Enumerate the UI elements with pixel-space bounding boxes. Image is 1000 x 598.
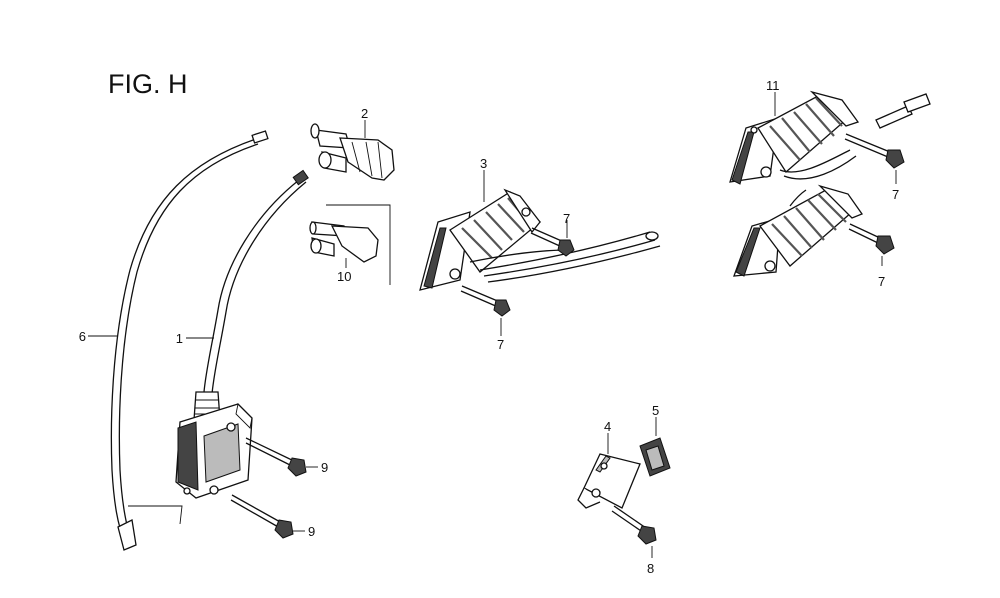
part-11-charge-coil-lower xyxy=(733,184,864,277)
callout-7-lower-right: 7 xyxy=(878,274,885,289)
part-7-bolt-center-right xyxy=(530,220,575,257)
callout-8: 8 xyxy=(647,561,654,576)
part-1-ignition-coil xyxy=(175,169,309,499)
callout-11: 11 xyxy=(766,78,780,93)
callout-9-lower: 9 xyxy=(308,524,315,539)
part-8-bolt xyxy=(611,505,657,558)
part-7-bolt-center-lower xyxy=(460,285,511,336)
part-5-grommet xyxy=(639,417,671,477)
part-10-plug-cap-alt xyxy=(309,204,391,285)
callout-1: 1 xyxy=(176,331,183,346)
part-9-bolt-lower xyxy=(230,494,305,539)
callout-7-center-lower: 7 xyxy=(497,337,504,352)
part-6-ground-wire xyxy=(88,130,269,551)
part-11-charge-coil-upper xyxy=(729,90,860,185)
part-3-exciter-coil xyxy=(419,170,661,291)
connector-terminal xyxy=(875,93,931,129)
callout-7-center-right: 7 xyxy=(563,211,570,226)
callout-2: 2 xyxy=(361,106,368,121)
part-7-bolt-top-right xyxy=(844,133,905,184)
callout-4: 4 xyxy=(604,419,611,434)
callout-9-upper: 9 xyxy=(321,460,328,475)
callout-7-top-right: 7 xyxy=(892,187,899,202)
part-9-bolt-upper xyxy=(245,437,318,477)
part-2-plug-cap xyxy=(310,120,395,181)
callout-3: 3 xyxy=(480,156,487,171)
part-7-bolt-lower-right xyxy=(848,223,895,266)
callout-10: 10 xyxy=(337,269,351,284)
callout-5: 5 xyxy=(652,403,659,418)
part-4-bracket xyxy=(577,433,641,509)
callout-6: 6 xyxy=(79,329,86,344)
figure-title: FIG. H xyxy=(108,69,188,99)
